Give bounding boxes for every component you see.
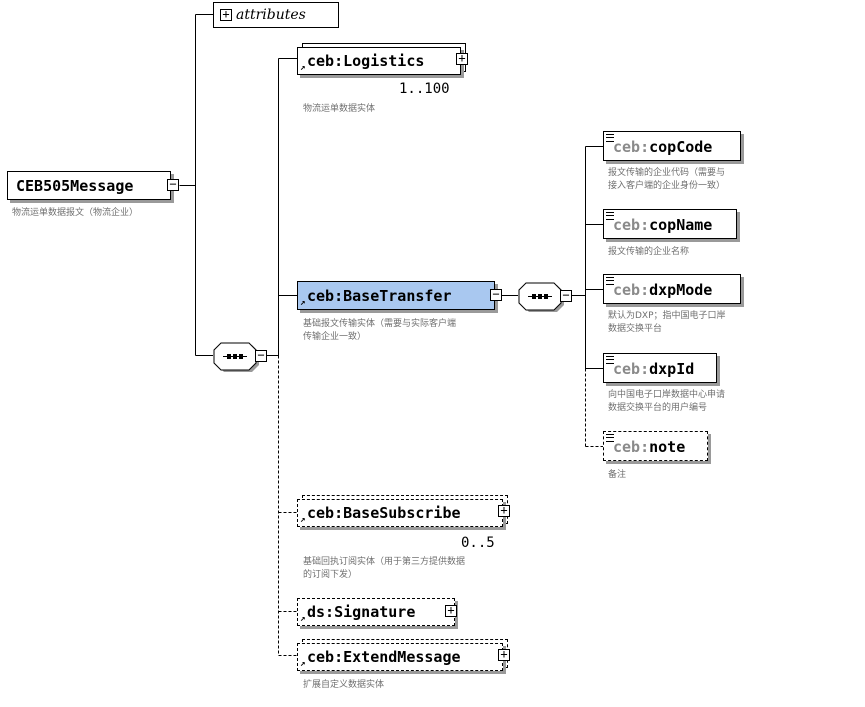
extend-message-node[interactable]: ceb:ExtendMessage ↗ — [297, 643, 503, 671]
logistics-node[interactable]: ceb:Logistics ↗ — [297, 47, 461, 75]
minus-box-icon[interactable]: − — [560, 289, 572, 302]
dxp-mode-node[interactable]: ceb:dxpMode — [603, 274, 741, 304]
cop-code-name: ceb:copCode — [613, 138, 713, 156]
note-node[interactable]: ceb:note — [603, 431, 708, 461]
reference-arrow-icon: ↗ — [300, 63, 306, 73]
element-content-icon — [606, 277, 614, 285]
base-transfer-description: 基础报文传输实体（需要与实际客户端 传输企业一致） — [303, 318, 456, 344]
root-element-description: 物流运单数据报文（物流企业） — [12, 208, 139, 218]
extend-message-description: 扩展自定义数据实体 — [303, 680, 385, 690]
logistics-name: ceb:Logistics — [307, 52, 425, 70]
description-line: 传输企业一致） — [303, 332, 367, 342]
note-name: ceb:note — [613, 438, 686, 456]
logistics-cardinality: 1..100 — [399, 81, 450, 97]
cop-code-description: 报文传输的企业代码（需要与 接入客户端的企业身份一致） — [608, 167, 725, 193]
description-line: 报文传输的企业代码（需要与 — [608, 168, 726, 178]
description-line: 接入客户端的企业身份一致） — [608, 181, 726, 191]
note-description: 备注 — [608, 470, 627, 480]
cop-code-node[interactable]: ceb:copCode — [603, 131, 741, 161]
plus-box-icon[interactable]: + — [220, 8, 232, 21]
sequence-compositor-icon[interactable] — [213, 342, 269, 372]
description-line: 向中国电子口岸数据中心申请 — [608, 390, 726, 400]
dxp-mode-description: 默认为DXP；指中国电子口岸 数据交换平台 — [608, 310, 726, 336]
dxp-id-name: ceb:dxpId — [613, 360, 695, 378]
sequence-compositor-icon[interactable] — [518, 282, 574, 312]
cop-name-name: ceb:copName — [613, 216, 713, 234]
base-subscribe-node[interactable]: ceb:BaseSubscribe ↗ — [297, 499, 503, 527]
description-line: 默认为DXP；指中国电子口岸 — [608, 311, 726, 321]
dxp-mode-name: ceb:dxpMode — [613, 281, 713, 299]
reference-arrow-icon: ↗ — [300, 298, 306, 308]
base-subscribe-cardinality: 0..5 — [461, 535, 495, 551]
element-content-icon — [606, 434, 614, 442]
attributes-node[interactable]: + attributes — [213, 2, 339, 28]
signature-node[interactable]: ds:Signature ↗ — [297, 598, 455, 626]
signature-name: ds:Signature — [307, 603, 416, 621]
dxp-id-description: 向中国电子口岸数据中心申请 数据交换平台的用户编号 — [608, 389, 725, 415]
reference-arrow-icon: ↗ — [300, 614, 306, 624]
element-content-icon — [606, 356, 614, 364]
minus-box-icon[interactable]: − — [490, 288, 502, 301]
description-line: 基础回执订阅实体（用于第三方提供数据 — [303, 557, 466, 567]
plus-box-icon[interactable]: + — [456, 52, 468, 65]
plus-box-icon[interactable]: + — [498, 504, 510, 517]
description-line: 数据交换平台 — [608, 324, 663, 334]
logistics-description: 物流运单数据实体 — [303, 104, 376, 114]
cop-name-description: 报文传输的企业名称 — [608, 247, 690, 257]
attributes-label: attributes — [236, 7, 306, 23]
description-line: 基础报文传输实体（需要与实际客户端 — [303, 319, 457, 329]
base-subscribe-description: 基础回执订阅实体（用于第三方提供数据 的订阅下发） — [303, 556, 465, 582]
element-content-icon — [606, 134, 614, 142]
minus-box-icon[interactable]: − — [167, 178, 179, 191]
plus-box-icon[interactable]: + — [498, 648, 510, 661]
reference-arrow-icon: ↗ — [300, 659, 306, 669]
description-line: 数据交换平台的用户编号 — [608, 403, 708, 413]
cop-name-node[interactable]: ceb:copName — [603, 209, 737, 239]
element-content-icon — [606, 212, 614, 220]
minus-box-icon[interactable]: − — [255, 349, 267, 362]
base-transfer-name: ceb:BaseTransfer — [307, 287, 452, 305]
root-element-node[interactable]: CEB505Message — [7, 171, 171, 200]
extend-message-name: ceb:ExtendMessage — [307, 648, 461, 666]
dxp-id-node[interactable]: ceb:dxpId — [603, 353, 717, 383]
root-element-name: CEB505Message — [16, 177, 134, 195]
plus-box-icon[interactable]: + — [445, 604, 457, 617]
description-line: 的订阅下发） — [303, 570, 358, 580]
base-transfer-node[interactable]: ceb:BaseTransfer ↗ — [297, 281, 495, 310]
base-subscribe-name: ceb:BaseSubscribe — [307, 504, 461, 522]
reference-arrow-icon: ↗ — [300, 515, 306, 525]
